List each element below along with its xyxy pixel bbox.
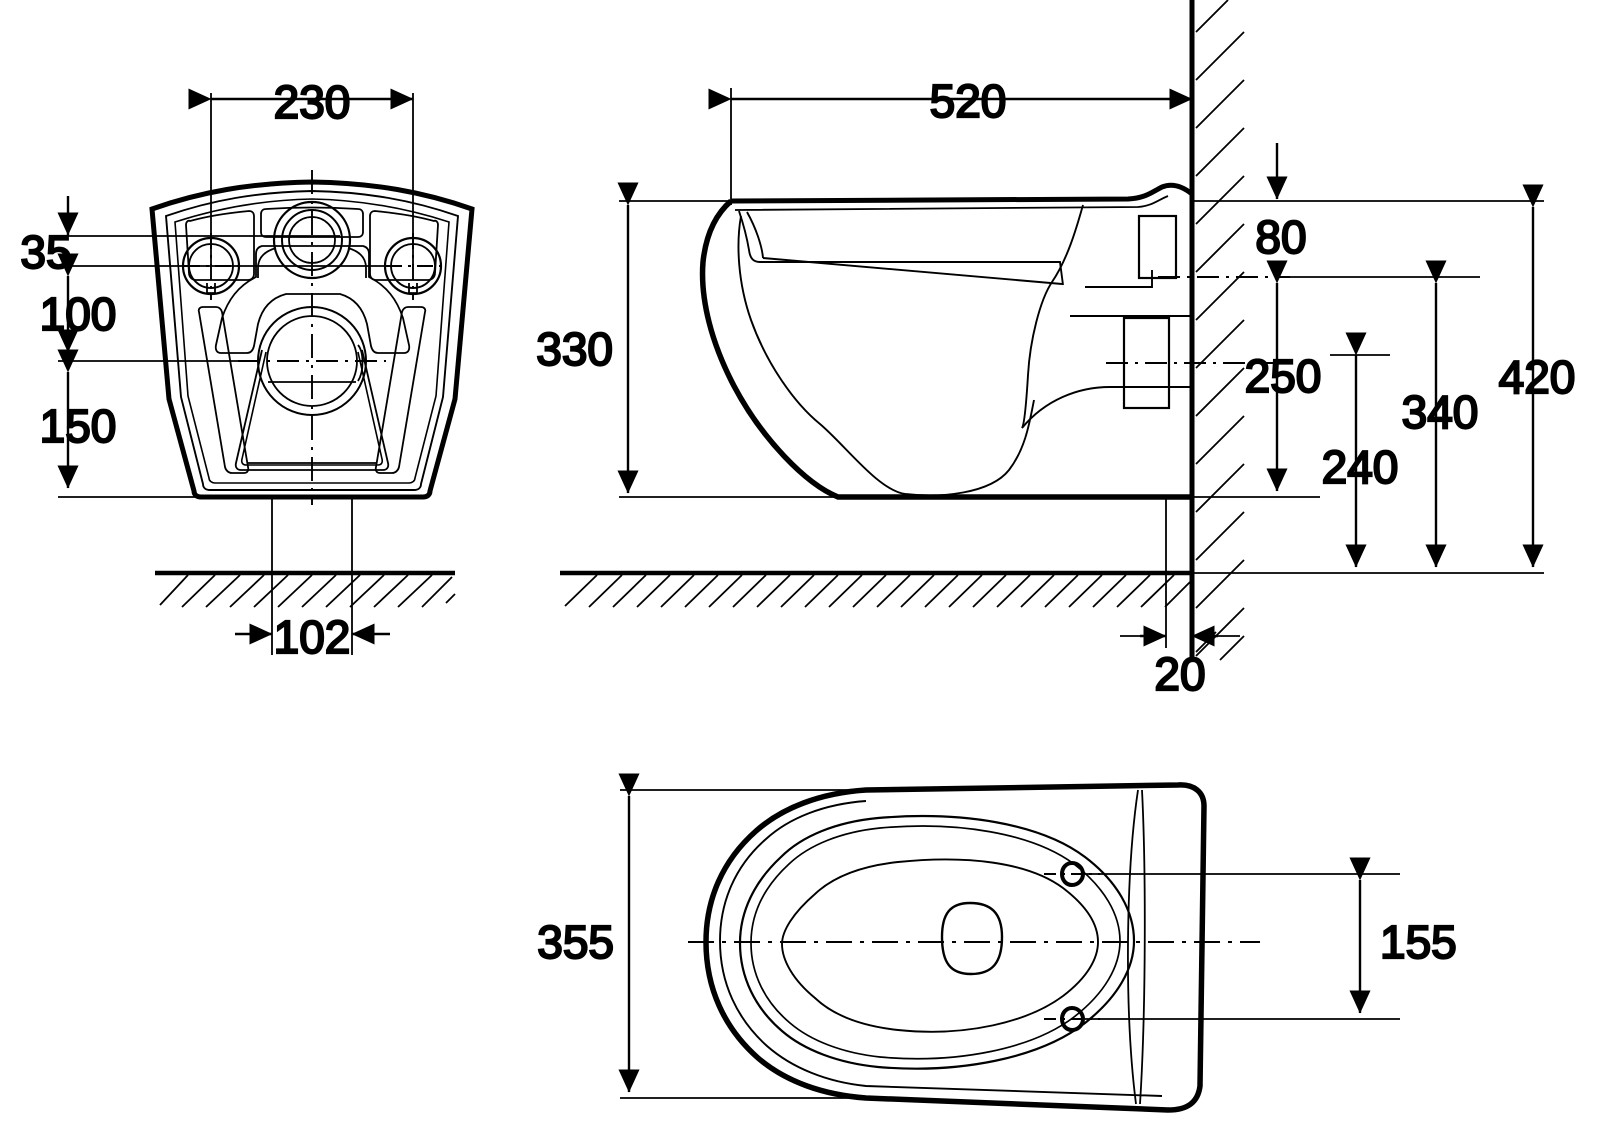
side-lower-curve (1021, 386, 1192, 429)
plan-view: 355 155 (536, 773, 1458, 1113)
rear-pocket-center-top (260, 206, 364, 238)
plan-back-seam-2 (1139, 789, 1146, 1105)
plan-dimension-arrows (618, 773, 1371, 1093)
side-height-dimension-stack: 80 250 240 340 420 (1192, 143, 1576, 574)
side-underrim-contour (738, 210, 1064, 286)
dim-label-250: 250 (1245, 350, 1322, 402)
side-extension-lines (619, 88, 840, 498)
side-bracket-upper (1137, 214, 1178, 280)
dim-label-420: 420 (1499, 351, 1576, 403)
dim-label-520: 520 (930, 75, 1007, 127)
rear-elevation-view: 230 35 100 150 102 (19, 75, 475, 664)
dim-label-100: 100 (40, 288, 117, 340)
rear-floor-line (155, 570, 456, 608)
side-flange-upper (1085, 270, 1153, 288)
plan-extension-lines (620, 789, 1400, 1099)
rear-groove-right (374, 306, 427, 474)
rear-central-web (214, 245, 411, 354)
dim-label-80: 80 (1255, 211, 1306, 263)
dim-label-20: 20 (1154, 648, 1205, 700)
rear-extension-lines (58, 93, 414, 655)
side-bowl-outline (699, 198, 1192, 500)
plan-bowl-aperture (781, 858, 1099, 1033)
rear-outlet-cap (357, 344, 364, 382)
plan-outer-contour-2 (719, 800, 1163, 1097)
dim-label-330: 330 (536, 323, 613, 375)
plan-seat-rim (738, 815, 1136, 1070)
dim-label-155: 155 (1380, 916, 1457, 968)
height-extension-lines (1192, 200, 1544, 574)
dim-label-230: 230 (274, 76, 351, 128)
side-floor-line (560, 570, 1192, 608)
side-elevation-view: 520 330 20 (535, 0, 1290, 701)
dim-label-355: 355 (537, 916, 614, 968)
side-trap-line (1021, 204, 1084, 429)
height-dimension-arrows (1266, 143, 1544, 568)
dim-label-240: 240 (1322, 441, 1399, 493)
dim-label-150: 150 (40, 400, 117, 452)
plan-outlet-aperture (940, 901, 1004, 976)
dim-label-340: 340 (1402, 386, 1479, 438)
side-rim-inner-edge (746, 211, 764, 259)
rear-dimension-arrows (57, 88, 414, 645)
plan-outer-outline (703, 782, 1207, 1113)
wall-section (1189, 0, 1245, 661)
dim-label-35: 35 (20, 226, 71, 278)
side-bowl-inner-wall (737, 215, 1035, 497)
side-top-rim (730, 182, 1194, 204)
rear-inner-outline-2 (174, 198, 450, 484)
rear-inner-outline-1 (164, 190, 460, 491)
dim-label-102: 102 (274, 611, 351, 663)
side-rim-underline (762, 257, 1063, 285)
rear-groove-left (197, 306, 250, 474)
side-dimension-arrows (617, 88, 1218, 647)
side-rim-inner-line (734, 195, 1169, 211)
